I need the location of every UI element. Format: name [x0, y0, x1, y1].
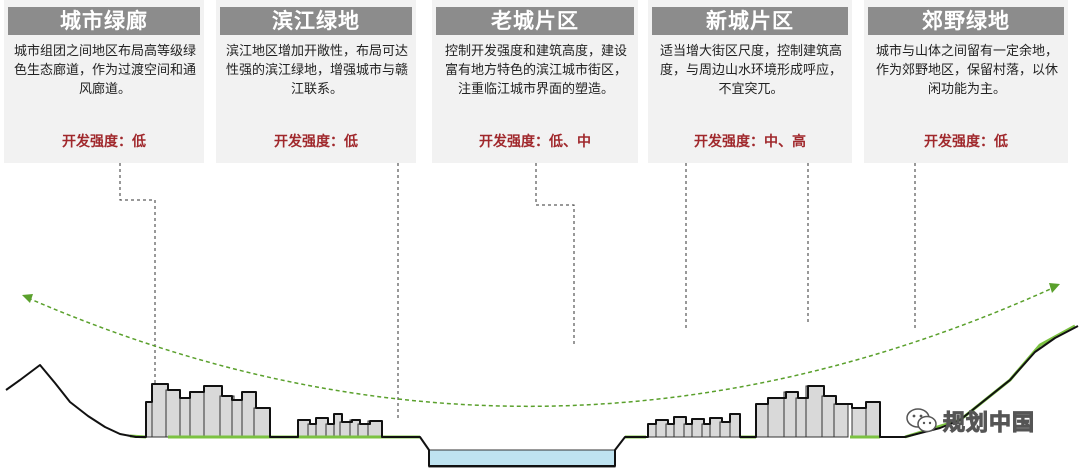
riverside-low-buildings — [297, 413, 383, 438]
card-new-town: 新城片区 适当增大街区尺度，控制建筑高度，与周边山水环境形成呼应，不宜突兀。 开… — [648, 0, 852, 163]
watermark: 规划中国 — [905, 404, 1035, 438]
old-town-buildings — [647, 413, 741, 438]
card-description: 控制开发强度和建筑高度，建设富有地方特色的滨江城市街区，注重临江城市界面的塑造。 — [444, 44, 627, 97]
leader-line-old-town — [535, 163, 575, 345]
card-intensity: 开发强度：低、中 — [479, 134, 591, 150]
leader-lines — [119, 163, 916, 420]
card-title: 郊野绿地 — [868, 7, 1064, 35]
card-intensity: 开发强度：低 — [274, 134, 358, 150]
arc-arrow-left — [22, 294, 33, 303]
card-description: 适当增大街区尺度，控制建筑高度，与周边山水环境形成呼应，不宜突兀。 — [659, 44, 842, 97]
card-description: 城市组团之间地区布局高等级绿色生态廊道，作为过渡空间和通风廊道。 — [13, 44, 196, 97]
card-old-town: 老城片区 控制开发强度和建筑高度，建设富有地方特色的滨江城市街区，注重临江城市界… — [432, 0, 638, 163]
river — [428, 449, 616, 468]
terrain-profile — [5, 325, 1079, 467]
card-description: 滨江地区增加开敞性，布局可达性强的滨江绿地，增强城市与赣江联系。 — [225, 44, 408, 97]
card-title: 滨江绿地 — [220, 7, 412, 35]
green-dashed-arc — [27, 286, 1056, 407]
card-suburban-green: 郊野绿地 城市与山体之间留有一定余地，作为郊野地区，保留村落，以休闲功能为主。 … — [864, 0, 1068, 163]
card-intensity: 开发强度：低 — [62, 134, 146, 150]
new-town-buildings — [755, 385, 881, 438]
leader-line-corridor — [119, 163, 156, 385]
wechat-icon — [906, 408, 937, 433]
card-title: 城市绿廊 — [8, 7, 200, 35]
card-description: 城市与山体之间留有一定余地，作为郊野地区，保留村落，以休闲功能为主。 — [875, 44, 1058, 97]
card-title: 老城片区 — [436, 7, 634, 35]
card-urban-green-corridor: 城市绿廊 城市组团之间地区布局高等级绿色生态廊道，作为过渡空间和通风廊道。 开发… — [4, 0, 204, 163]
card-title: 新城片区 — [652, 7, 848, 35]
arc-arrow-right — [1049, 283, 1060, 293]
card-intensity: 开发强度：中、高 — [694, 134, 806, 150]
watermark-text: 规划中国 — [942, 411, 1036, 437]
card-riverside-green: 滨江绿地 滨江地区增加开敞性，布局可达性强的滨江绿地，增强城市与赣江联系。 开发… — [216, 0, 416, 163]
card-intensity: 开发强度：低 — [924, 134, 1008, 150]
